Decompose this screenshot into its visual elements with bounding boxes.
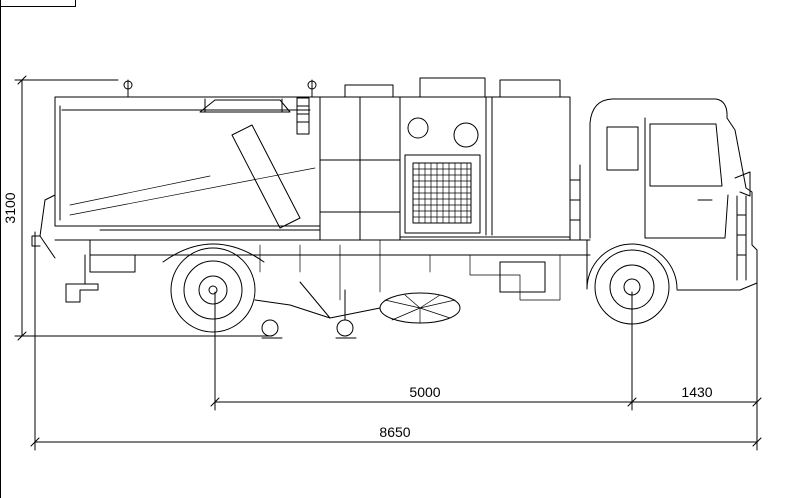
rear-wheel	[162, 243, 265, 333]
front-wheel-arch	[586, 239, 678, 290]
overall-length-dimension: 8650	[30, 231, 762, 451]
hopper-top-hatch	[199, 98, 291, 113]
height-dimension-line	[14, 75, 273, 341]
engine-top-hatch-2	[499, 79, 561, 98]
rear-hub-center	[208, 285, 218, 295]
rear-hook	[65, 254, 99, 303]
cab-front-grille	[736, 195, 747, 281]
cab-rear-window	[606, 126, 639, 171]
middle-outline	[319, 96, 401, 241]
tank-cap-2	[453, 122, 479, 148]
tank-cap-1	[407, 117, 429, 139]
radiator-frame	[404, 154, 481, 234]
hopper-chute	[231, 124, 301, 229]
height-label: 3100	[2, 192, 18, 223]
engine-top-hatch-1	[419, 77, 486, 98]
truck	[31, 77, 758, 339]
front-overhang-label: 1430	[681, 384, 712, 400]
broom-linkage	[254, 281, 381, 321]
rear-tire	[170, 247, 256, 333]
wheelbase-dimension: 5000 1430	[210, 291, 762, 411]
engine-outline	[399, 96, 571, 238]
engine-section	[399, 77, 581, 241]
hopper-lift-posts	[127, 79, 313, 98]
hopper-body	[31, 79, 321, 303]
hopper-side-vent	[296, 97, 310, 135]
caster-wheel-rear	[261, 319, 279, 337]
mirror-icon	[734, 171, 751, 197]
wheelbase-label: 5000	[409, 384, 440, 400]
hopper-outline	[54, 96, 321, 241]
cab-door-window	[649, 123, 723, 187]
side-broom-bristles	[384, 294, 456, 324]
side-ladder	[569, 164, 581, 241]
chassis-hoses	[259, 239, 561, 301]
cab	[586, 98, 758, 291]
rear-rim	[183, 260, 243, 320]
overall-length-label: 8650	[379, 424, 410, 440]
rear-wheel-arch	[162, 243, 265, 263]
lift-eye-front	[307, 80, 317, 90]
caster-wheel-front	[336, 319, 354, 337]
rear-lamp-bracket	[31, 194, 56, 259]
chassis	[54, 229, 591, 301]
height-dimension: 3100	[2, 75, 273, 341]
rear-hub	[198, 275, 228, 305]
radiator-grid	[412, 162, 472, 224]
lift-eye-rear	[123, 80, 133, 90]
cab-outline	[589, 98, 758, 291]
middle-section	[319, 84, 401, 241]
drawing-frame	[0, 0, 76, 498]
sweeping-assembly	[254, 281, 461, 339]
overall-length-dimension-line	[30, 231, 762, 451]
hopper-slant-lines	[69, 167, 316, 216]
chassis-frame	[54, 229, 591, 273]
wheelbase-dimension-line	[210, 291, 762, 411]
middle-top-box	[344, 84, 394, 98]
cab-door	[644, 117, 729, 239]
fuel-tank	[499, 261, 546, 293]
